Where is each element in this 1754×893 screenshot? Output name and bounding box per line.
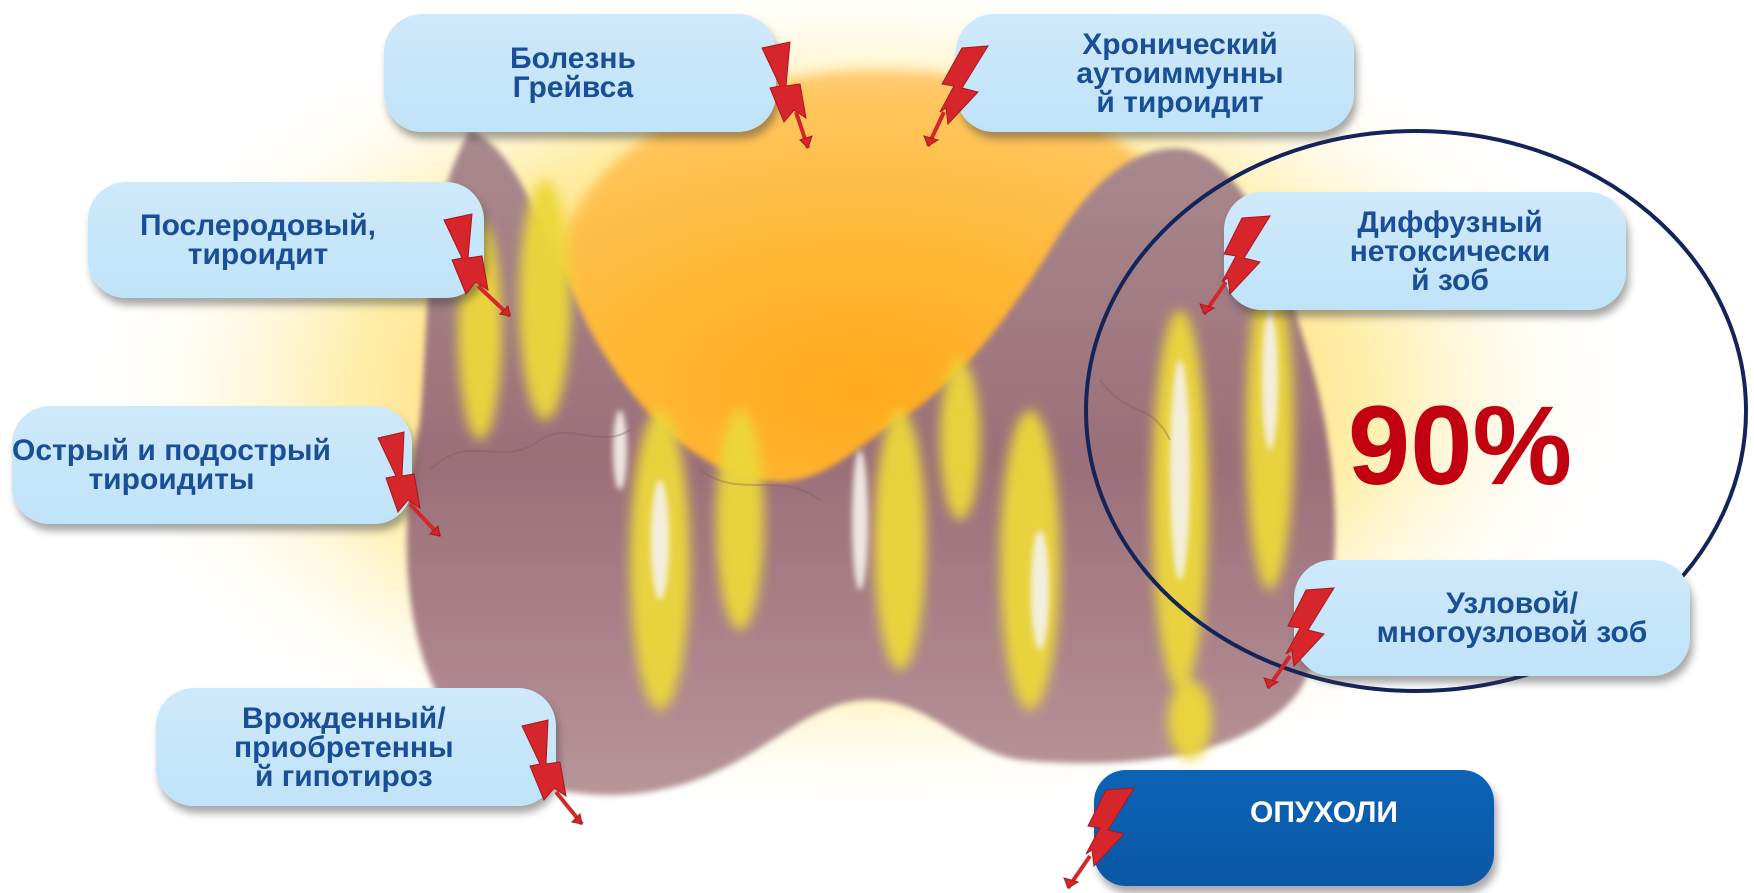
lightning-bolt-icon — [378, 432, 440, 536]
lightning-bolt-icon — [444, 214, 510, 316]
lightning-bolt-icon — [1264, 588, 1334, 688]
lightning-bolt-icon — [924, 46, 988, 146]
lightning-bolt-icon — [1064, 788, 1134, 888]
lightning-bolt-icon — [762, 42, 812, 148]
lightning-bolt-icon — [522, 720, 582, 824]
lightning-bolt-icon — [1200, 216, 1270, 314]
